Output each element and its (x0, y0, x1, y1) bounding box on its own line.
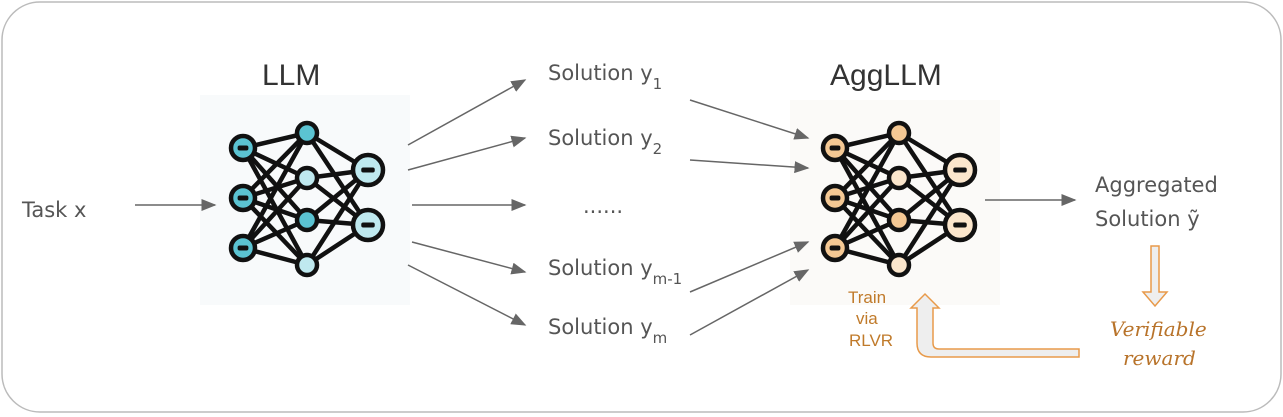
flow-arrow (689, 99, 810, 140)
aggregated-label-2: Solution ỹ (1095, 207, 1200, 231)
neuron-node (294, 120, 320, 146)
train-label-1: Train (848, 288, 886, 307)
neuron-node (294, 165, 320, 191)
neuron-node (886, 165, 912, 191)
neuron-node (886, 120, 912, 146)
neuron-node (294, 207, 320, 233)
llm-title: LLM (262, 59, 320, 92)
solution-1: Solution y1 (548, 61, 662, 93)
train-label-3: RLVR (849, 331, 893, 350)
task-label: Task x (21, 198, 86, 222)
neuron-node (886, 252, 912, 278)
llm-network-icon (228, 120, 386, 278)
flow-arrow (689, 159, 810, 174)
down-arrow-icon (1141, 245, 1169, 308)
reward-label-2: reward (1123, 346, 1196, 370)
neuron-node (294, 252, 320, 278)
solution-m-1: Solution ym-1 (548, 256, 682, 288)
solution-ellipsis: ...... (583, 194, 623, 218)
solution-2: Solution y2 (548, 126, 662, 158)
train-label-2: via (856, 309, 878, 328)
neuron-node (886, 207, 912, 233)
flow-arrow (689, 269, 810, 336)
arrows (135, 79, 1077, 336)
reward-label-1: Verifiable (1110, 317, 1207, 341)
aggregated-label-1: Aggregated (1095, 173, 1218, 197)
flow-arrow (407, 264, 527, 326)
aggllm-network-icon (820, 120, 978, 278)
flow-arrow (407, 79, 527, 146)
aggllm-title: AggLLM (830, 59, 942, 92)
solution-m: Solution ym (548, 315, 667, 347)
feedback-arrow-icon (909, 292, 1080, 358)
flow-arrow (689, 241, 810, 293)
flow-arrow (407, 135, 527, 171)
flow-arrow (411, 241, 527, 275)
